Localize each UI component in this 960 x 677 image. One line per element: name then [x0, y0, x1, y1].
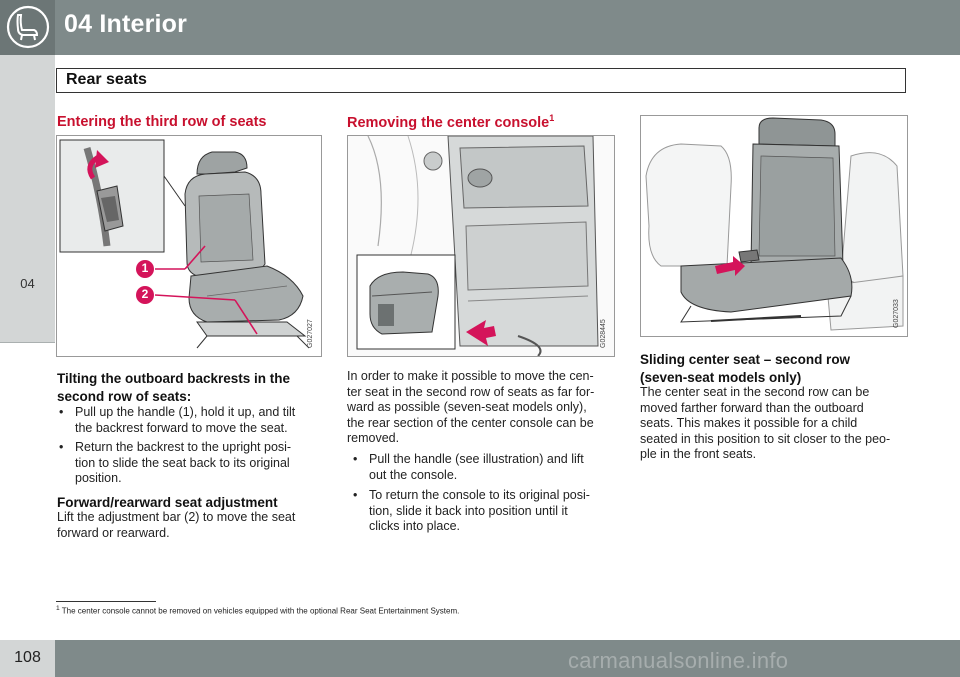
footnote-text: The center console cannot be removed on … — [61, 606, 460, 616]
subhead-sliding-center-seat-line1: Sliding center seat – second row — [640, 352, 851, 367]
bullet-line: position. — [75, 471, 122, 485]
list-item: • Pull up the handle (1), hold it up, an… — [59, 405, 321, 437]
bullet-symbol: • — [59, 440, 64, 454]
paragraph-line: the rear section of the center console c… — [347, 415, 594, 430]
section-title-box: Rear seats — [56, 68, 906, 93]
bullet-line: Return the backrest to the upright posi- — [75, 440, 292, 454]
figure-center-console: G028445 — [347, 135, 615, 357]
heading-removing-console-text: Removing the center console — [347, 114, 550, 131]
list-item: • To return the console to its original … — [353, 488, 615, 536]
bullet-line: tion to slide the seat back to its origi… — [75, 455, 290, 470]
paragraph-line: seated in this position to sit closer to… — [640, 431, 891, 446]
subhead-sliding-center-seat-line2: (seven-seat models only) — [640, 370, 802, 385]
sidebar-divider — [0, 342, 55, 343]
seat-icon — [6, 5, 50, 49]
paragraph-line: ter seat in the second row of seats as f… — [347, 384, 595, 399]
bullet-line: clicks into place. — [369, 519, 461, 533]
header-bar — [0, 0, 960, 55]
bullet-symbol: • — [353, 488, 358, 502]
sidebar-chapter-number: 04 — [20, 276, 35, 291]
footnote-ref: 1 — [549, 113, 555, 123]
paragraph-line: removed. — [347, 431, 400, 445]
page-number: 108 — [14, 649, 41, 666]
callout-2-label: 2 — [141, 287, 149, 301]
figure-sliding-center-seat: G027033 — [640, 115, 908, 337]
paragraph-line: ward as possible (seven-seat models only… — [347, 400, 587, 414]
bullet-line: To return the console to its original po… — [369, 488, 590, 502]
callout-1-label: 1 — [141, 261, 149, 275]
paragraph-line: Lift the adjustment bar (2) to move the … — [57, 510, 296, 524]
heading-entering-third-row: Entering the third row of seats — [57, 114, 267, 130]
list-item: • Return the backrest to the upright pos… — [59, 440, 321, 488]
subhead-tilting-backrests-line1: Tilting the outboard backrests in the — [57, 371, 291, 386]
figure-code: G027033 — [893, 299, 900, 328]
section-title: Rear seats — [66, 71, 147, 88]
center-seat-illustration — [641, 116, 907, 336]
footnote-rule — [56, 601, 156, 602]
center-console-illustration — [348, 136, 614, 356]
figure-code: G027027 — [307, 319, 314, 348]
bullet-line: the backrest forward to move the seat. — [75, 420, 288, 435]
subhead-tilting-backrests-line2: second row of seats: — [57, 389, 192, 404]
subhead-seat-adjustment: Forward/rearward seat adjustment — [57, 495, 278, 510]
outboard-seat-illustration — [59, 139, 310, 349]
figure-outboard-seat: 1 2 G027027 — [56, 135, 322, 357]
bullet-line: Pull the handle (see illustration) and l… — [369, 452, 584, 466]
bullet-line: tion, slide it back into position until … — [369, 503, 568, 518]
watermark: carmanualsonline.info — [568, 648, 789, 673]
paragraph-line: moved farther forward than the outboard — [640, 400, 864, 415]
bullet-line: out the console. — [369, 467, 458, 482]
paragraph-line: seats. This makes it possible for a chil… — [640, 416, 858, 430]
paragraph-line: The center seat in the second row can be — [640, 385, 870, 399]
footnote: 1 The center console cannot be removed o… — [56, 605, 459, 616]
callout-marker-2 — [136, 286, 154, 304]
footnote-number: 1 — [56, 605, 60, 612]
bullet-line: Pull up the handle (1), hold it up, and … — [75, 405, 296, 419]
paragraph-line: forward or rearward. — [57, 525, 170, 540]
paragraph-line: In order to make it possible to move the… — [347, 369, 594, 383]
callout-marker-1 — [136, 260, 154, 278]
paragraph-line: ple in the front seats. — [640, 447, 757, 461]
footer-bar — [0, 640, 960, 677]
page-number-tile — [0, 640, 55, 677]
bullet-symbol: • — [59, 405, 64, 419]
chapter-title: 04 Interior — [64, 10, 188, 38]
bullet-symbol: • — [353, 452, 358, 466]
list-item: • Pull the handle (see illustration) and… — [353, 452, 615, 484]
heading-removing-console: Removing the center console1 — [347, 113, 554, 131]
chapter-icon-tile — [0, 0, 55, 55]
figure-code: G028445 — [600, 319, 607, 348]
sidebar-tab — [0, 55, 55, 342]
